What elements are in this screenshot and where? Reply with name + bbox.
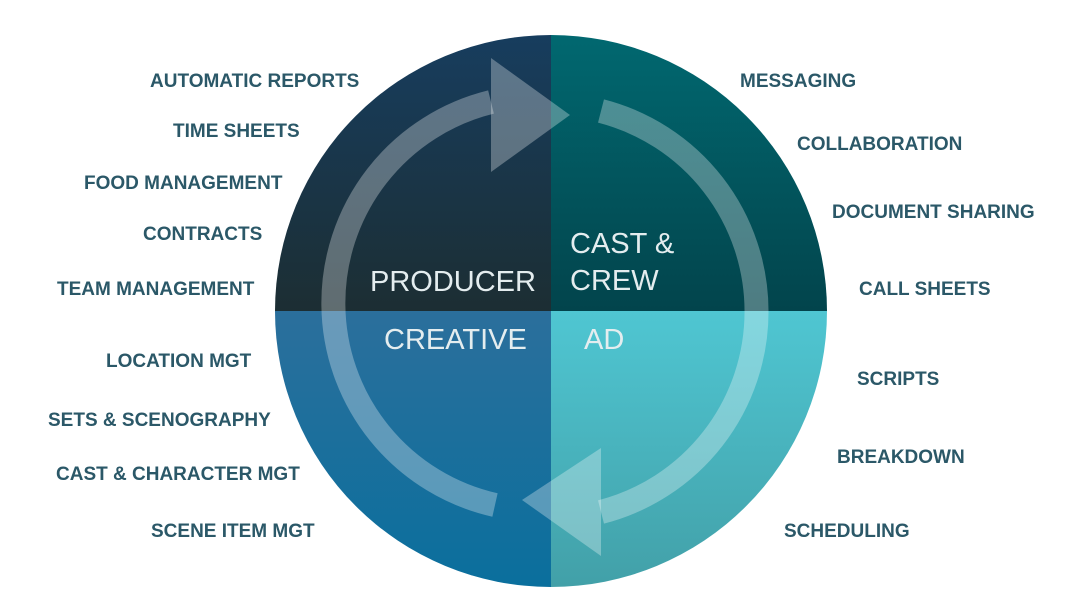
feature-label: TEAM MANAGEMENT <box>57 279 255 300</box>
role-creative: CREATIVE <box>384 324 527 356</box>
feature-label: SCHEDULING <box>784 521 910 542</box>
feature-label: AUTOMATIC REPORTS <box>150 71 359 92</box>
role-producer: PRODUCER <box>370 266 536 298</box>
feature-label: SCRIPTS <box>857 369 939 390</box>
quadrant-ad <box>551 311 827 587</box>
feature-label: FOOD MANAGEMENT <box>84 173 283 194</box>
role-ad: AD <box>584 324 624 356</box>
cycle-arrow-right-icon <box>522 99 769 556</box>
cycle-arrow-left-icon <box>321 58 570 517</box>
feature-label: DOCUMENT SHARING <box>832 202 1035 223</box>
feature-label: CONTRACTS <box>143 224 262 245</box>
quadrant-creative <box>275 311 551 587</box>
feature-label: MESSAGING <box>740 71 856 92</box>
feature-label: LOCATION MGT <box>106 351 252 372</box>
feature-label: SCENE ITEM MGT <box>151 521 315 542</box>
feature-label: CALL SHEETS <box>859 279 991 300</box>
role-cast-crew-line1: CAST & <box>570 228 674 260</box>
quadrant-cast-crew <box>551 35 827 311</box>
feature-label: CAST & CHARACTER MGT <box>56 464 300 485</box>
feature-label: BREAKDOWN <box>837 447 965 468</box>
feature-label: COLLABORATION <box>797 134 962 155</box>
quadrant-producer <box>275 35 551 311</box>
role-cast-crew-line2: CREW <box>570 265 659 297</box>
feature-label: SETS & SCENOGRAPHY <box>48 410 271 431</box>
feature-label: TIME SHEETS <box>173 121 300 142</box>
